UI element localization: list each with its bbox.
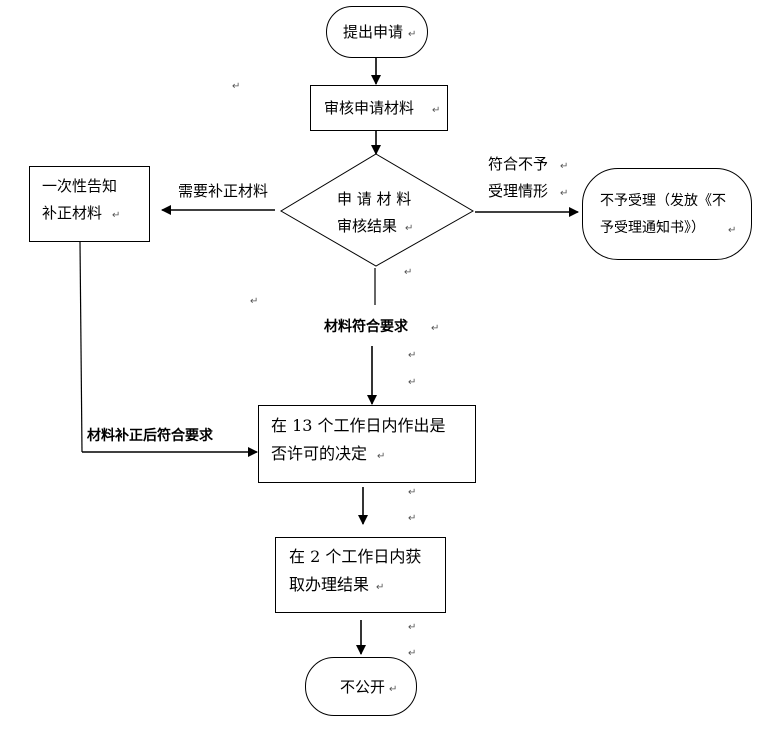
review-node-label: 审核申请材料 — [324, 99, 415, 117]
paragraph-mark: ↵ — [112, 210, 121, 221]
edge-label-need-supplement: 需要补正材料 — [178, 182, 269, 200]
reject-label-line1: 不予受理（发放《不 — [600, 193, 726, 209]
paragraph-mark: ↵ — [408, 513, 417, 524]
paragraph-mark: ↵ — [405, 223, 414, 234]
paragraph-mark: ↵ — [408, 487, 417, 498]
edge-label-reject-line1: 符合不予 — [488, 155, 549, 173]
obtain-label-line1: 在 2 个工作日内获 — [289, 547, 422, 566]
paragraph-mark: ↵ — [432, 105, 441, 116]
edge-label-meets-requirements: 材料符合要求 — [324, 319, 408, 335]
paragraph-mark: ↵ — [376, 582, 385, 593]
decision-diamond — [280, 153, 475, 267]
reject-label-line2: 予受理通知书》） — [600, 220, 705, 236]
paragraph-mark: ↵ — [408, 622, 417, 633]
reject-node — [582, 168, 752, 260]
end-node — [305, 657, 417, 716]
decision-label-line1: 申 请 材 料 — [337, 190, 412, 208]
decide-label-line1: 在 13 个工作日内作出是 — [271, 416, 446, 435]
supplement-label-line2: 补正材料 — [42, 204, 103, 222]
obtain-label-line2: 取办理结果 — [289, 575, 370, 594]
start-node — [326, 6, 428, 58]
paragraph-mark: ↵ — [408, 350, 417, 361]
paragraph-mark: ↵ — [250, 296, 259, 307]
decide-node — [258, 405, 476, 483]
paragraph-mark: ↵ — [232, 81, 241, 92]
supplement-node — [29, 166, 150, 242]
edge-label-reject-line2: 受理情形 — [488, 182, 549, 200]
start-node-label: 提出申请 — [343, 23, 404, 41]
paragraph-mark: ↵ — [560, 161, 569, 172]
paragraph-mark: ↵ — [408, 377, 417, 388]
paragraph-mark: ↵ — [404, 267, 413, 278]
review-node — [310, 85, 448, 131]
edge-label-after-supplement: 材料补正后符合要求 — [87, 428, 213, 444]
obtain-node — [275, 537, 446, 613]
paragraph-mark: ↵ — [431, 323, 440, 334]
line-supplement-down — [79, 241, 83, 453]
paragraph-mark: ↵ — [389, 684, 398, 695]
supplement-label-line1: 一次性告知 — [42, 177, 118, 195]
paragraph-mark: ↵ — [728, 225, 737, 236]
end-node-label: 不公开 — [340, 678, 386, 696]
paragraph-mark: ↵ — [408, 648, 417, 659]
paragraph-mark: ↵ — [377, 451, 386, 462]
decision-label-line2: 审核结果 — [337, 217, 398, 235]
paragraph-mark: ↵ — [560, 188, 569, 199]
paragraph-mark: ↵ — [408, 29, 417, 40]
decide-label-line2: 否许可的决定 — [271, 444, 368, 463]
